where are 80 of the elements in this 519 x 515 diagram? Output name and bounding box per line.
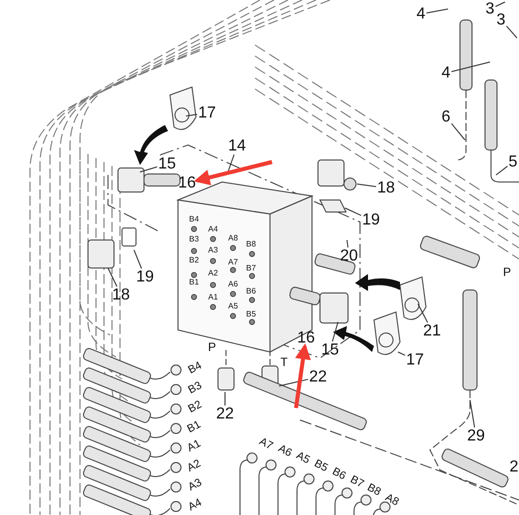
port-label: B1 [185,418,203,436]
leader-line [224,392,226,406]
port-label: B2 [186,398,204,416]
port-label: A6 [276,442,294,460]
pointer-arrow [294,343,311,408]
leader-line [332,322,338,342]
port-label: A8 [228,234,238,242]
callout-number: 17 [197,104,217,122]
callout-number: 22 [308,368,328,386]
callout-number: 2 [508,458,519,476]
port-label: A8 [383,492,401,508]
port-label: B4 [189,214,199,224]
leader-line [470,400,476,428]
callout-number: 6 [440,108,452,126]
callout-number: 19 [135,268,155,286]
callout-number: 3 [484,0,496,18]
leader-line [108,268,118,287]
port-label: A7 [228,258,238,266]
leader-line [228,154,235,172]
callout-number: 16 [296,330,316,346]
callout-number: 14 [227,138,247,154]
callout-number: 18 [376,180,396,196]
port-label: B7 [348,474,366,490]
callout-number: 3 [496,12,506,28]
leader-line [134,250,142,269]
callout-number: 15 [157,156,177,172]
leader-line [140,166,158,172]
callout-number: 20 [339,248,359,264]
pointer-arrow [194,160,272,186]
port-label: P [208,341,216,353]
callout-number: 19 [361,212,381,228]
port-label: A2 [185,458,203,474]
callout-number: 21 [422,322,442,340]
port-label: T [280,356,288,368]
leader-line [346,240,348,248]
port-label: B2 [189,256,199,264]
callout-number: 29 [466,428,486,444]
callout-number: 17 [405,352,425,368]
callout-number: 18 [111,286,131,304]
callout-number: 4 [440,64,452,82]
leader-line [278,378,309,386]
leader-line [418,304,428,323]
leader-line [451,123,466,140]
callout-number: 4 [416,6,426,22]
port-label: B4 [186,360,204,376]
leader-line [426,8,448,14]
port-label: B5 [246,310,256,318]
leader-line [506,26,518,38]
port-label: A3 [208,246,218,254]
leader-line [344,208,362,216]
port-label: B6 [246,286,256,296]
port-label: A7 [257,436,275,452]
leader-line [451,62,490,72]
port-label: A5 [228,302,238,310]
port-label: A1 [208,292,218,302]
port-label: B3 [186,380,204,396]
port-label: A4 [208,224,218,234]
port-label: B6 [330,466,348,482]
leader-line [495,2,506,7]
callout-number: 16 [177,174,197,192]
port-label: A6 [228,280,238,288]
port-label: B3 [189,234,199,244]
port-label: B8 [246,240,256,248]
port-label: B1 [189,278,199,286]
callout-number: 5 [508,154,518,170]
leader-line [186,114,198,116]
leader-line [398,352,406,356]
port-label: A2 [208,268,218,278]
leader-line [496,166,508,176]
port-label: A5 [294,450,312,466]
port-label: A3 [186,476,204,494]
port-label: B8 [365,482,383,498]
callout-number: 22 [215,406,235,422]
port-label: A1 [185,438,203,454]
leader-line [356,184,377,188]
port-label: A4 [186,496,204,514]
port-label: B7 [246,264,256,272]
callout-number: 15 [320,342,340,358]
port-label: B5 [312,458,330,474]
port-label: P [503,266,511,278]
